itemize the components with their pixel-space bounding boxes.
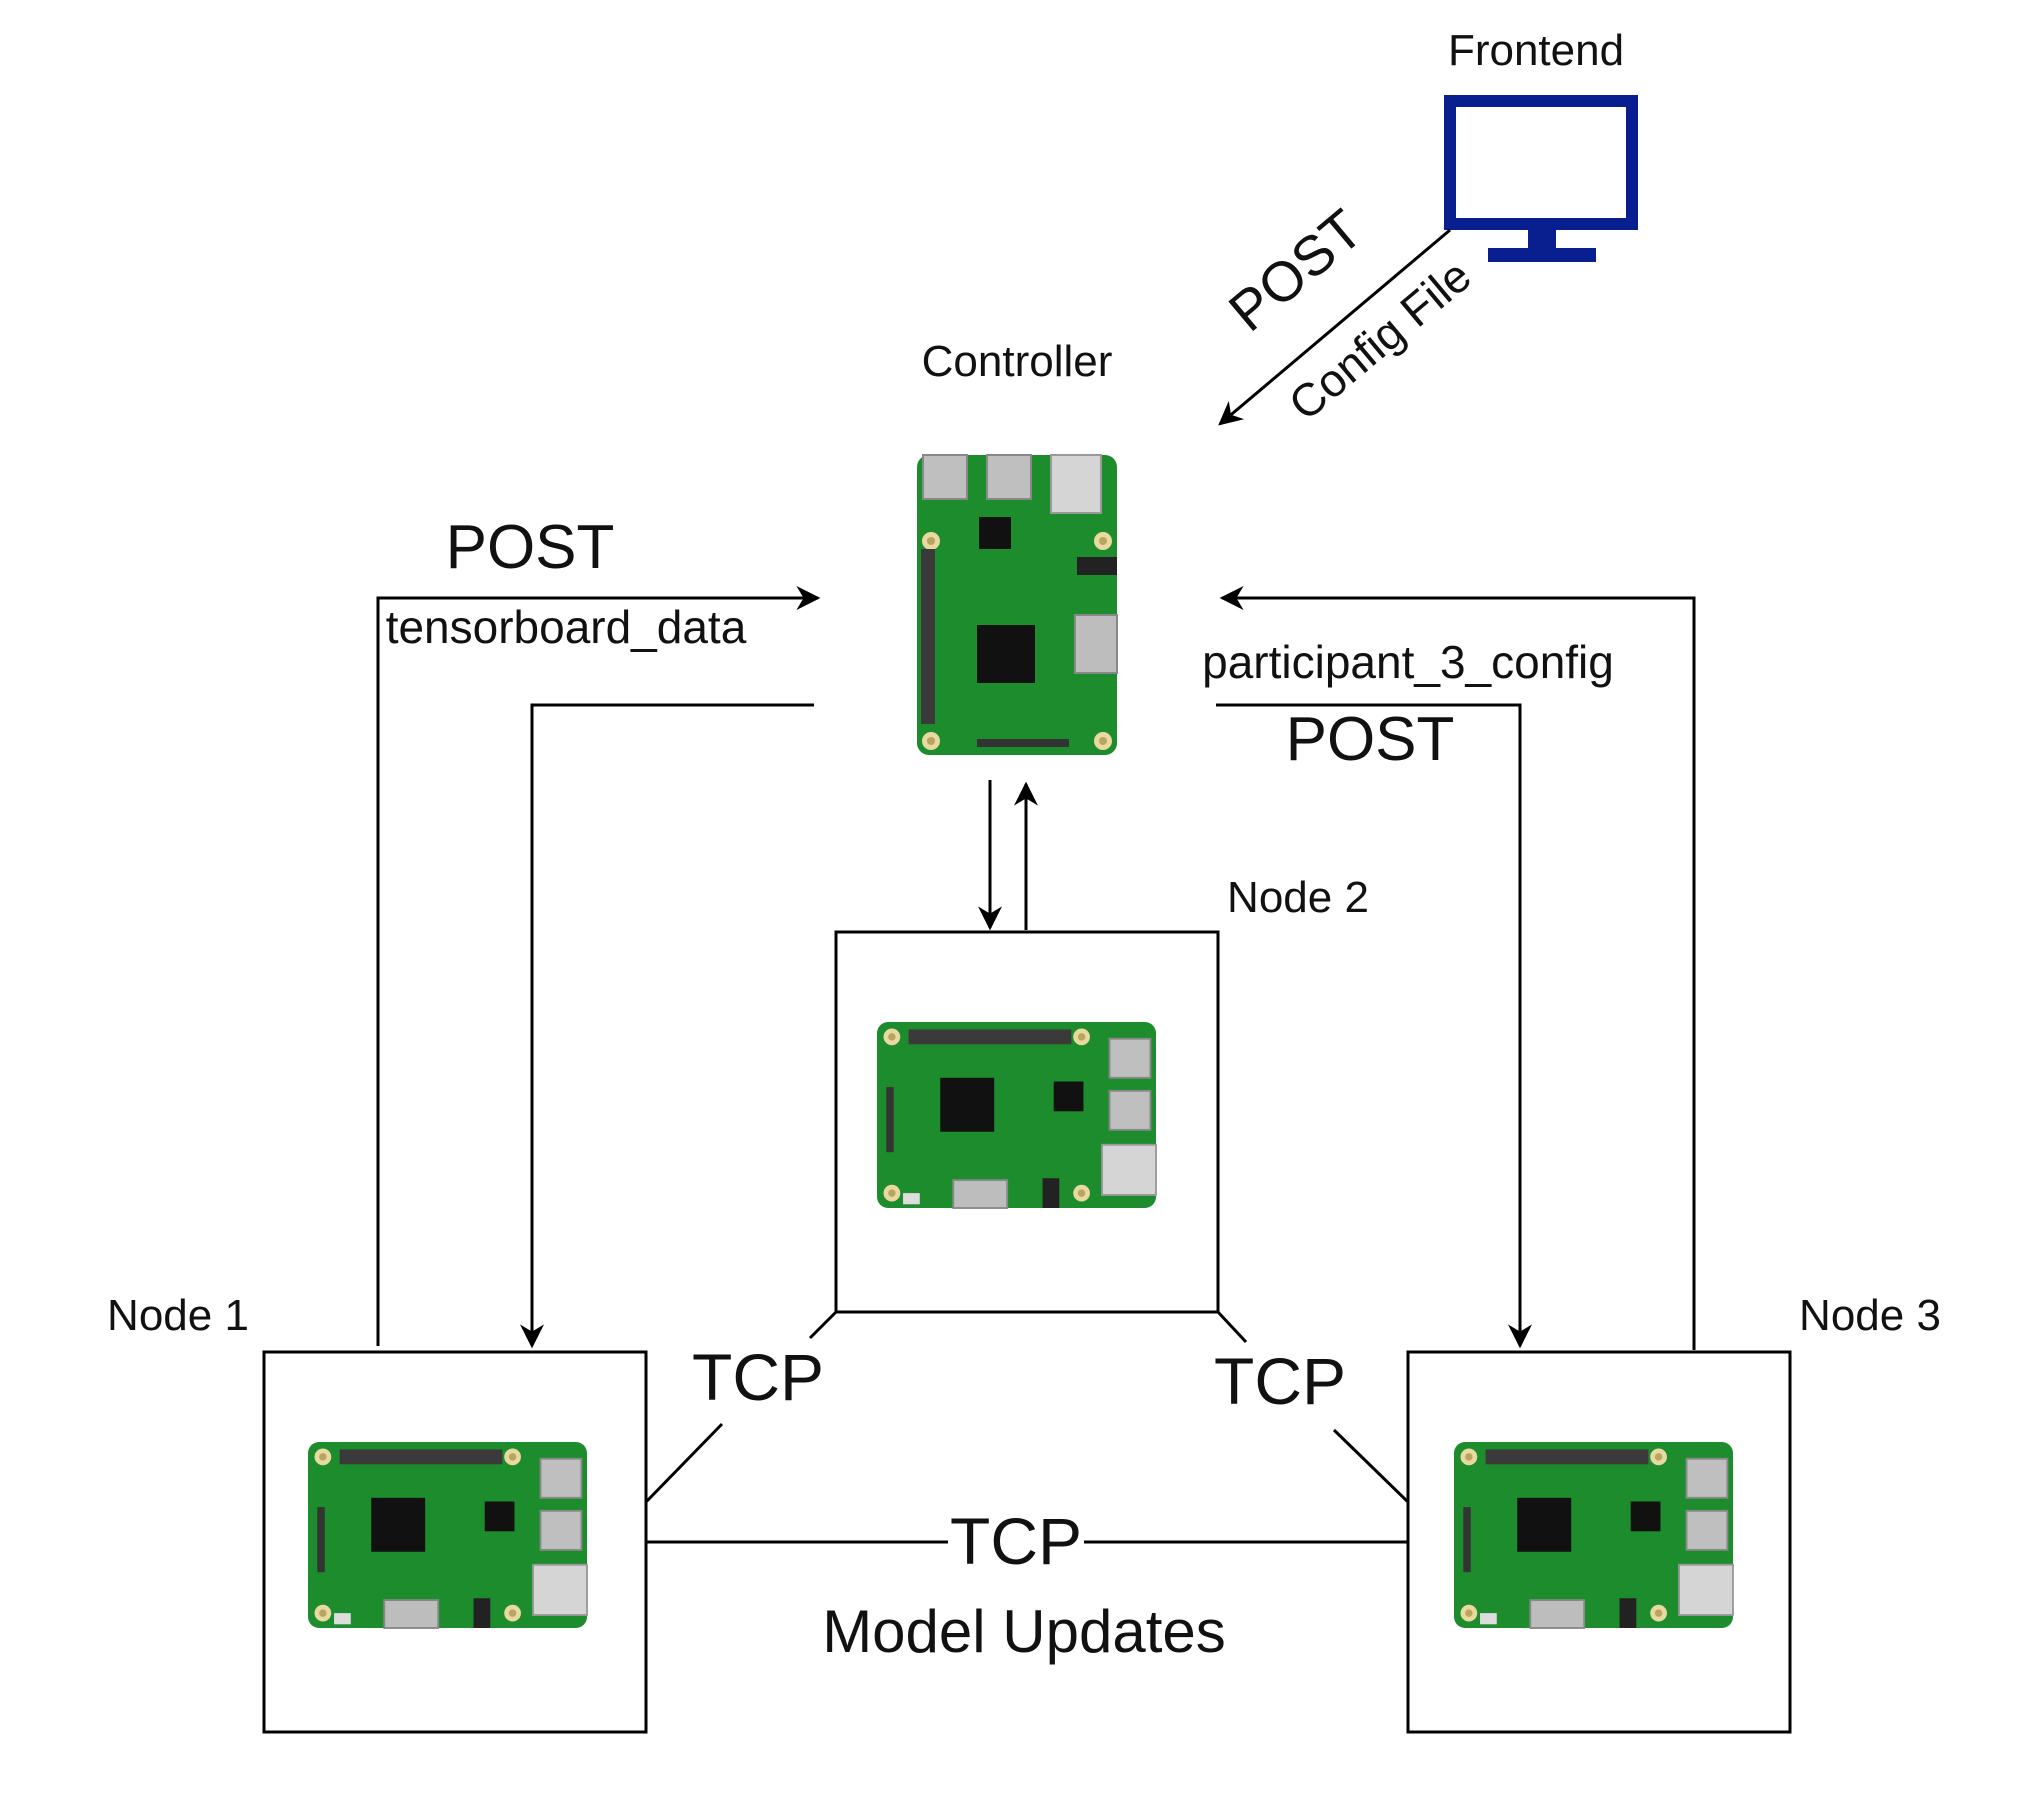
node1-edge-payload-label: tensorboard_data <box>386 601 747 653</box>
node1-node2-link-lower <box>644 1422 724 1504</box>
controller-to-node3-arrow <box>1216 703 1532 1349</box>
controller-label: Controller <box>922 337 1113 386</box>
controller-to-node1-arrow <box>520 703 814 1349</box>
frontend-to-controller-arrow <box>1218 228 1451 426</box>
node2-box <box>834 930 1220 1314</box>
node1-node3-payload-label: Model Updates <box>822 1598 1226 1665</box>
node1-node2-protocol-label: TCP <box>692 1340 824 1414</box>
node2-node3-link-upper <box>1216 1310 1248 1344</box>
node2-board-image <box>876 1021 1157 1209</box>
node2-node3-protocol-label: TCP <box>1214 1344 1346 1418</box>
node3-board-image <box>1453 1441 1734 1629</box>
frontend-edge-method-label: POST <box>1217 197 1374 343</box>
node1-label: Node 1 <box>107 1291 249 1340</box>
node1-node2-link-upper <box>808 1310 838 1340</box>
node3-to-controller-arrow <box>1219 586 1696 1350</box>
node1-to-controller-arrow <box>376 586 821 1346</box>
node3-edge-payload-label: participant_3_config <box>1202 636 1614 688</box>
controller-board-image <box>916 454 1118 756</box>
node2-node3-link-lower <box>1332 1428 1410 1504</box>
node2-label: Node 2 <box>1227 873 1369 922</box>
frontend-label: Frontend <box>1448 26 1624 75</box>
node1-edge-method-label: POST <box>446 513 615 582</box>
node1-board-image <box>307 1441 588 1629</box>
node1-node3-protocol-label: TCP <box>950 1504 1082 1578</box>
frontend-monitor-icon <box>1444 95 1638 262</box>
node3-label: Node 3 <box>1799 1291 1941 1340</box>
node3-edge-method-label: POST <box>1286 705 1455 774</box>
